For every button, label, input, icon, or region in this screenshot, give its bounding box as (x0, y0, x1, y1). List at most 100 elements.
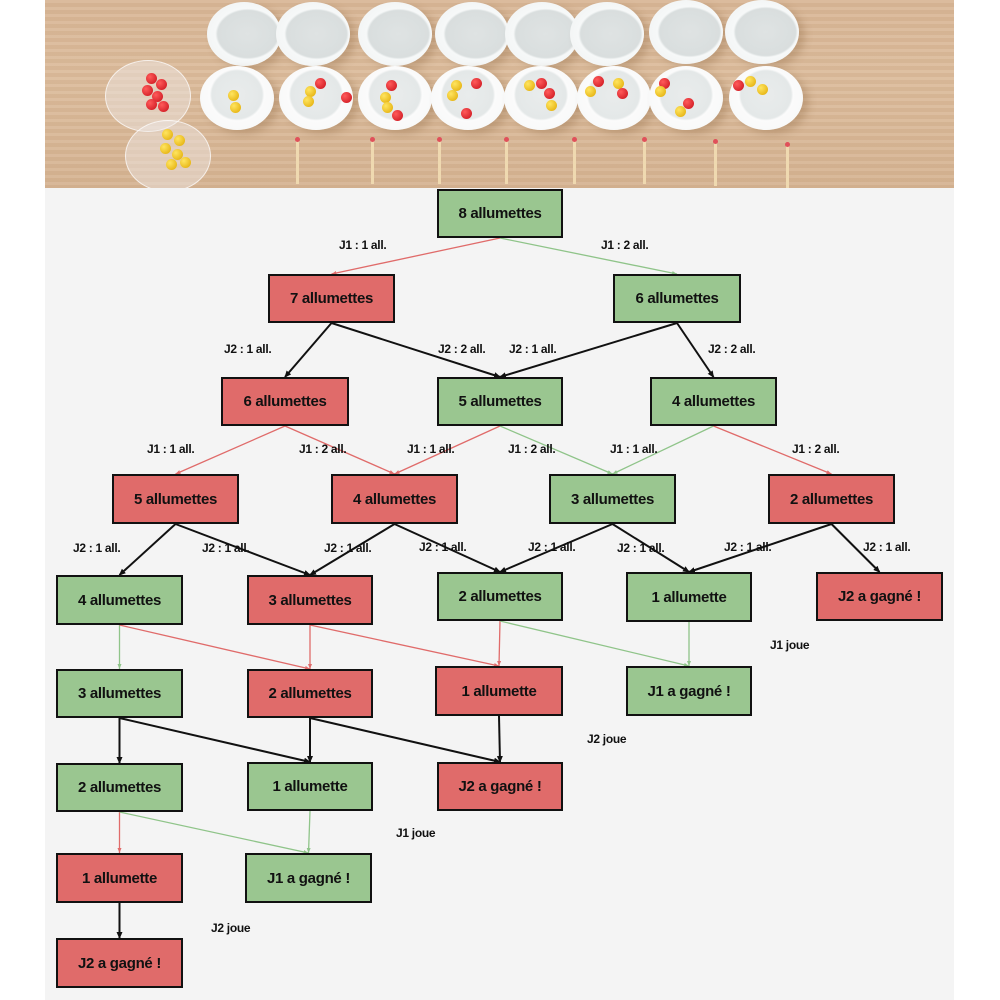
edge-n2a-to-w2a (830, 523, 881, 573)
empty-cup (725, 0, 799, 64)
bead-cup (200, 66, 274, 130)
edge-n2d-to-w1b (119, 811, 309, 854)
edge-label: J2 : 1 all. (224, 342, 272, 356)
node-6-allumettes: 6 allumettes (221, 377, 349, 426)
turn-label: J1 joue (396, 826, 436, 840)
edge-label: J1 : 2 all. (601, 238, 649, 252)
empty-cup (649, 0, 723, 64)
edge-n6b-to-n4b (284, 425, 395, 475)
node-5-allumettes: 5 allumettes (437, 377, 563, 426)
match (295, 137, 300, 184)
node-1-allumette: 1 allumette (247, 762, 373, 811)
node-j1-wins: J1 a gagné ! (245, 853, 372, 903)
edge-label: J2 : 2 all. (708, 342, 756, 356)
turn-label: J1 joue (770, 638, 810, 652)
edge-n2b-to-n1b (497, 620, 502, 667)
turn-label: J2 joue (587, 732, 627, 746)
node-6-allumettes: 6 allumettes (613, 274, 741, 323)
node-2-allumettes: 2 allumettes (437, 572, 563, 621)
edge-label: J1 : 1 all. (610, 442, 658, 456)
edge-label: J2 : 1 all. (73, 541, 121, 555)
node-7-allumettes: 7 allumettes (268, 274, 395, 323)
node-2-allumettes: 2 allumettes (247, 669, 373, 718)
edge-n7a-to-n6b (284, 322, 333, 378)
bead-cup (504, 66, 578, 130)
node-j2-wins: J2 a gagné ! (437, 762, 563, 811)
edge-label: J2 : 1 all. (863, 540, 911, 554)
edge-label: J1 : 1 all. (407, 442, 455, 456)
edge-label: J1 : 2 all. (299, 442, 347, 456)
edge-label: J1 : 2 all. (792, 442, 840, 456)
turn-label: J2 joue (211, 921, 251, 935)
edge-label: J2 : 1 all. (202, 541, 250, 555)
edge-label: J2 : 1 all. (324, 541, 372, 555)
node-1-allumette: 1 allumette (435, 666, 563, 716)
bead-cup (729, 66, 803, 130)
edge-n3a-to-n2b (499, 523, 613, 573)
node-2-allumettes: 2 allumettes (768, 474, 895, 524)
empty-cup (358, 2, 432, 66)
yellow-beads-cup (125, 120, 211, 188)
match (785, 142, 790, 188)
edge-n8-to-n7a (331, 237, 501, 275)
edge-label: J1 : 1 all. (147, 442, 195, 456)
node-j2-wins: J2 a gagné ! (56, 938, 183, 988)
edge-n7a-to-n5a (331, 322, 501, 379)
match (642, 137, 647, 184)
edge-n3b-to-n1b (309, 624, 500, 667)
node-j1-wins: J1 a gagné ! (626, 666, 752, 716)
edge-n4a-to-n3a (612, 425, 714, 475)
edge-n8-to-n6a (499, 237, 678, 275)
match (437, 137, 442, 184)
edge-label: J2 : 1 all. (724, 540, 772, 554)
game-photo (45, 0, 954, 188)
edge-label: J1 : 1 all. (339, 238, 387, 252)
empty-cup (435, 2, 509, 66)
empty-cup (570, 2, 644, 66)
match (370, 137, 375, 184)
edge-n4b-to-n2b (394, 523, 501, 573)
edge-n4a-to-n2a (713, 425, 832, 475)
bead-cup (649, 66, 723, 130)
node-3-allumettes: 3 allumettes (56, 669, 183, 718)
edge-label: J1 : 2 all. (508, 442, 556, 456)
bead-cup (358, 66, 432, 130)
node-4-allumettes: 4 allumettes (331, 474, 458, 524)
empty-cup (505, 2, 579, 66)
match (572, 137, 577, 184)
edge-n5a-to-n3a (499, 425, 613, 475)
edge-n4b-to-n3b (309, 523, 396, 576)
bead-cup (431, 66, 505, 130)
node-1-allumette: 1 allumette (626, 572, 752, 622)
node-1-allumette: 1 allumette (56, 853, 183, 903)
node-4-allumettes: 4 allumettes (650, 377, 777, 426)
empty-cup (276, 2, 350, 66)
edge-n6a-to-n5a (499, 322, 678, 379)
edge-n2b-to-w1a (499, 620, 690, 667)
edge-n2c-to-w2b (309, 717, 501, 764)
edge-n2a-to-n1a (688, 523, 832, 573)
edge-label: J2 : 1 all. (509, 342, 557, 356)
node-j2-wins: J2 a gagné ! (816, 572, 943, 621)
node-5-allumettes: 5 allumettes (112, 474, 239, 524)
node-8-allumettes-root: 8 allumettes (437, 189, 563, 238)
edge-n6b-to-n5b (175, 425, 286, 475)
edge-label: J2 : 1 all. (617, 541, 665, 555)
bead-cup (577, 66, 651, 130)
edge-n5b-to-n4c (118, 523, 177, 576)
edge-label: J2 : 2 all. (438, 342, 486, 356)
edge-n1b-to-w2b (496, 715, 503, 763)
edge-n3a-to-n1a (611, 523, 690, 573)
bead-cup (279, 66, 353, 130)
node-3-allumettes: 3 allumettes (247, 575, 373, 625)
match (504, 137, 509, 184)
edge-label: J2 : 1 all. (419, 540, 467, 554)
node-4-allumettes: 4 allumettes (56, 575, 183, 625)
edge-n1c-to-w1b (306, 810, 311, 854)
edge-n6a-to-n4a (676, 322, 715, 378)
edge-n4c-to-n2c (119, 624, 311, 670)
node-2-allumettes: 2 allumettes (56, 763, 183, 812)
match (713, 139, 718, 186)
empty-cup (207, 2, 281, 66)
